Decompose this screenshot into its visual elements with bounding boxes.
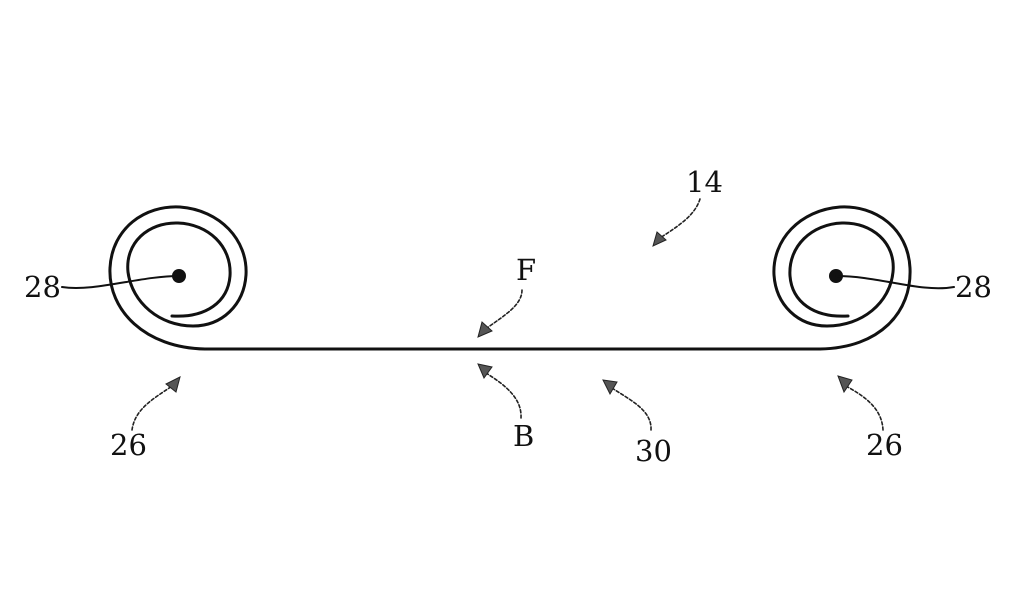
right-roll-middle-wrap (788, 221, 895, 328)
leader-30 (611, 387, 652, 431)
left-core-lead (61, 275, 180, 289)
label-28-left: 28 (24, 270, 61, 304)
leader-f (486, 289, 523, 329)
arrowhead-f (477, 321, 493, 338)
label-28-right: 28 (955, 270, 992, 304)
label-30: 30 (635, 434, 672, 468)
label-b: B (513, 419, 534, 453)
left-roll-outer-wrap (108, 205, 248, 351)
left-roll (61, 205, 248, 351)
label-26-left: 26 (110, 428, 147, 462)
arrowhead-26-right (837, 375, 853, 394)
leader-26-left (131, 385, 173, 431)
leader-b (485, 372, 522, 419)
leader-14 (659, 198, 701, 239)
arrowhead-b (477, 363, 493, 380)
arrowhead-14 (652, 231, 667, 247)
arrowhead-30 (602, 379, 618, 396)
right-core-lead (835, 275, 955, 290)
right-roll-outer-wrap (772, 205, 912, 351)
label-14: 14 (686, 165, 723, 199)
leader-26-right (845, 385, 884, 431)
label-f: F (516, 253, 536, 287)
right-roll (772, 205, 955, 351)
left-roll-middle-wrap (126, 221, 232, 328)
arrowhead-26-left (165, 376, 181, 393)
label-26-right: 26 (866, 428, 903, 462)
